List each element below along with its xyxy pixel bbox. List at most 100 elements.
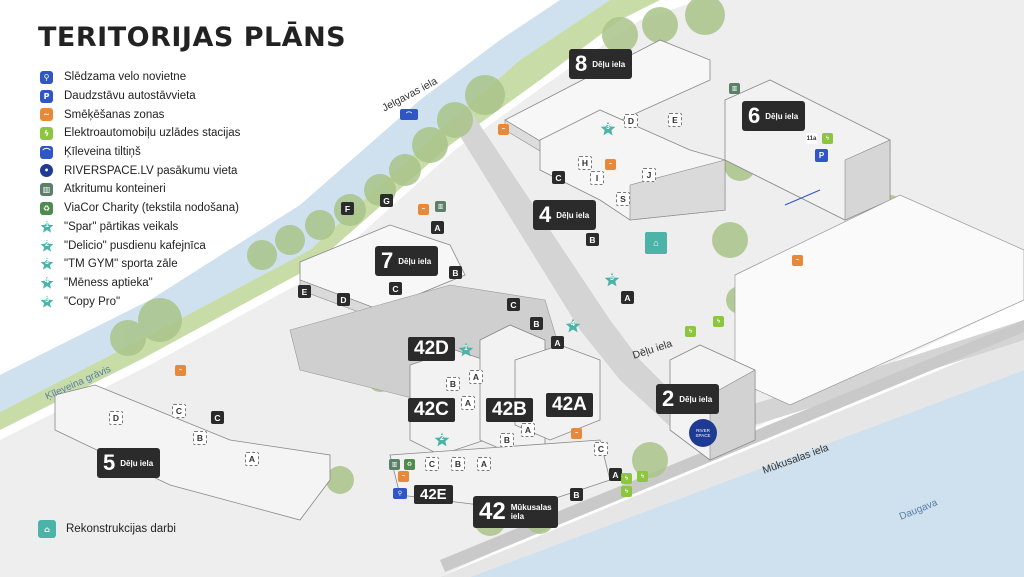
entrance-d[interactable]: D [337,293,350,306]
smoking-icon[interactable]: ~ [498,124,509,135]
entrance-a[interactable]: A [551,336,564,349]
entrance-a[interactable]: A [521,423,535,437]
tenant-star-icon[interactable]: 2 [434,432,450,448]
entrance-c[interactable]: C [389,282,402,295]
entrance-b[interactable]: B [451,457,465,471]
legend-item: ⚲Slēdzama velo novietne [40,68,240,87]
entrance-a[interactable]: A [621,291,634,304]
smoking-icon[interactable]: ~ [175,365,186,376]
entrance-a[interactable]: A [469,370,483,384]
parking-icon: P [40,89,53,103]
riverspace-icon: • [40,164,53,178]
building-chip-42d[interactable]: 42D [408,337,455,361]
entrance-b[interactable]: B [193,431,207,445]
building-chip-42a[interactable]: 42A [546,393,593,417]
trash-icon[interactable]: ▥ [389,459,400,470]
entrance-c[interactable]: C [507,298,520,311]
entrance-a[interactable]: A [461,396,475,410]
tenant-star-icon[interactable]: 1 [458,342,474,358]
building-label-2[interactable]: 2 Dēļu iela [656,384,720,414]
entrance-c[interactable]: C [552,171,565,184]
tenant-star-icon[interactable]: 5 [604,272,620,288]
trees [110,0,905,536]
smoking-icon: ~ [40,108,53,122]
entrance-s[interactable]: S [616,192,630,206]
smoking-icon[interactable]: ~ [418,204,429,215]
bike-icon[interactable]: ⚲ [393,488,407,499]
entrance-a[interactable]: A [609,468,622,481]
building-street: Dēļu iela [398,256,432,266]
entrance-b[interactable]: B [449,266,462,279]
building-chip-42b[interactable]: 42B [486,398,533,422]
entrance-g[interactable]: G [380,194,393,207]
building-label-42[interactable]: 42 Mūkusalas iela [473,496,558,528]
smoking-icon[interactable]: ~ [605,159,616,170]
star-icon: 2 [40,239,54,253]
entrance-e[interactable]: E [298,285,311,298]
building-street: Mūkusalas iela [510,503,552,521]
trash-icon[interactable]: ▥ [435,201,446,212]
tenant-star-icon[interactable]: 4 [565,318,581,334]
riverspace-venue-icon[interactable]: RIVER SPACE [689,419,717,447]
recycle-icon[interactable]: ♻ [404,459,415,470]
entrance-f[interactable]: F [341,202,354,215]
entrance-i[interactable]: I [590,171,604,185]
smoking-icon[interactable]: ~ [398,471,409,482]
entrance-c[interactable]: C [172,404,186,418]
entrance-b[interactable]: B [500,433,514,447]
trash-icon[interactable]: ▥ [729,83,740,94]
construction-icon: ⌂ [38,520,56,538]
entrance-b[interactable]: B [530,317,543,330]
legend-item: ♻ViaCor Charity (tekstila nodošana) [40,199,240,218]
parking-icon[interactable]: P [815,149,828,162]
entrance-b[interactable]: B [446,377,460,391]
ev-charging-icon[interactable]: ϟ [637,471,648,482]
ev-charging-icon[interactable]: ϟ [713,316,724,327]
tenant-star-icon[interactable]: 3 [600,121,616,137]
entrance-c[interactable]: C [425,457,439,471]
map-title: TERITORIJAS PLĀNS [38,22,347,53]
building-label-8[interactable]: 8 Dēļu iela [569,49,633,79]
building-label-4[interactable]: 4 Dēļu iela [533,200,597,230]
legend-item: 4"Mēness aptieka" [40,274,240,293]
construction-icon[interactable]: ⌂ [645,232,667,254]
bridge-icon[interactable]: ⌒ [400,109,418,120]
building-street: Dēļu iela [556,210,590,220]
smoking-icon[interactable]: ~ [792,255,803,266]
building-label-6[interactable]: 6 Dēļu iela [742,101,806,131]
smoking-icon[interactable]: ~ [571,428,582,439]
legend-label: RIVERSPACE.LV pasākumu vieta [64,164,238,177]
bridge-icon: ⌒ [40,145,53,159]
ev-charging-icon[interactable]: ϟ [822,133,833,144]
legend-item: • RIVERSPACE.LV pasākumu vieta [40,161,240,180]
entrance-a[interactable]: A [431,221,444,234]
star-icon: 4 [40,276,54,290]
entrance-d[interactable]: D [624,114,638,128]
entrance-a[interactable]: A [477,457,491,471]
building-chip-42e[interactable]: 42E [414,485,453,504]
entrance-c[interactable]: C [594,442,608,456]
entrance-a[interactable]: A [245,452,259,466]
ev-charging-icon[interactable]: ϟ [685,326,696,337]
entrance-d[interactable]: D [109,411,123,425]
ev-charging-icon[interactable]: ϟ [621,473,632,484]
building-number: 5 [103,450,116,475]
building-label-7[interactable]: 7 Dēļu iela [375,246,439,276]
star-icon: 3 [40,257,54,271]
building-5 [54,384,331,521]
entrance-b[interactable]: B [570,488,583,501]
entrance-h[interactable]: H [578,156,592,170]
legend-label: Elektroautomobiļu uzlādes stacijas [64,127,241,140]
ev-charging-icon[interactable]: ϟ [621,486,632,497]
building-label-5[interactable]: 5 Dēļu iela [97,448,161,478]
legend-label: "Copy Pro" [64,295,121,308]
legend-label: Atkritumu konteineri [64,183,166,196]
entrance-j[interactable]: J [642,168,656,182]
parking-11a-label[interactable]: 11a [806,133,817,144]
entrance-c[interactable]: C [211,411,224,424]
entrance-b[interactable]: B [586,233,599,246]
entrance-e[interactable]: E [668,113,682,127]
building-chip-42c[interactable]: 42C [408,398,455,422]
